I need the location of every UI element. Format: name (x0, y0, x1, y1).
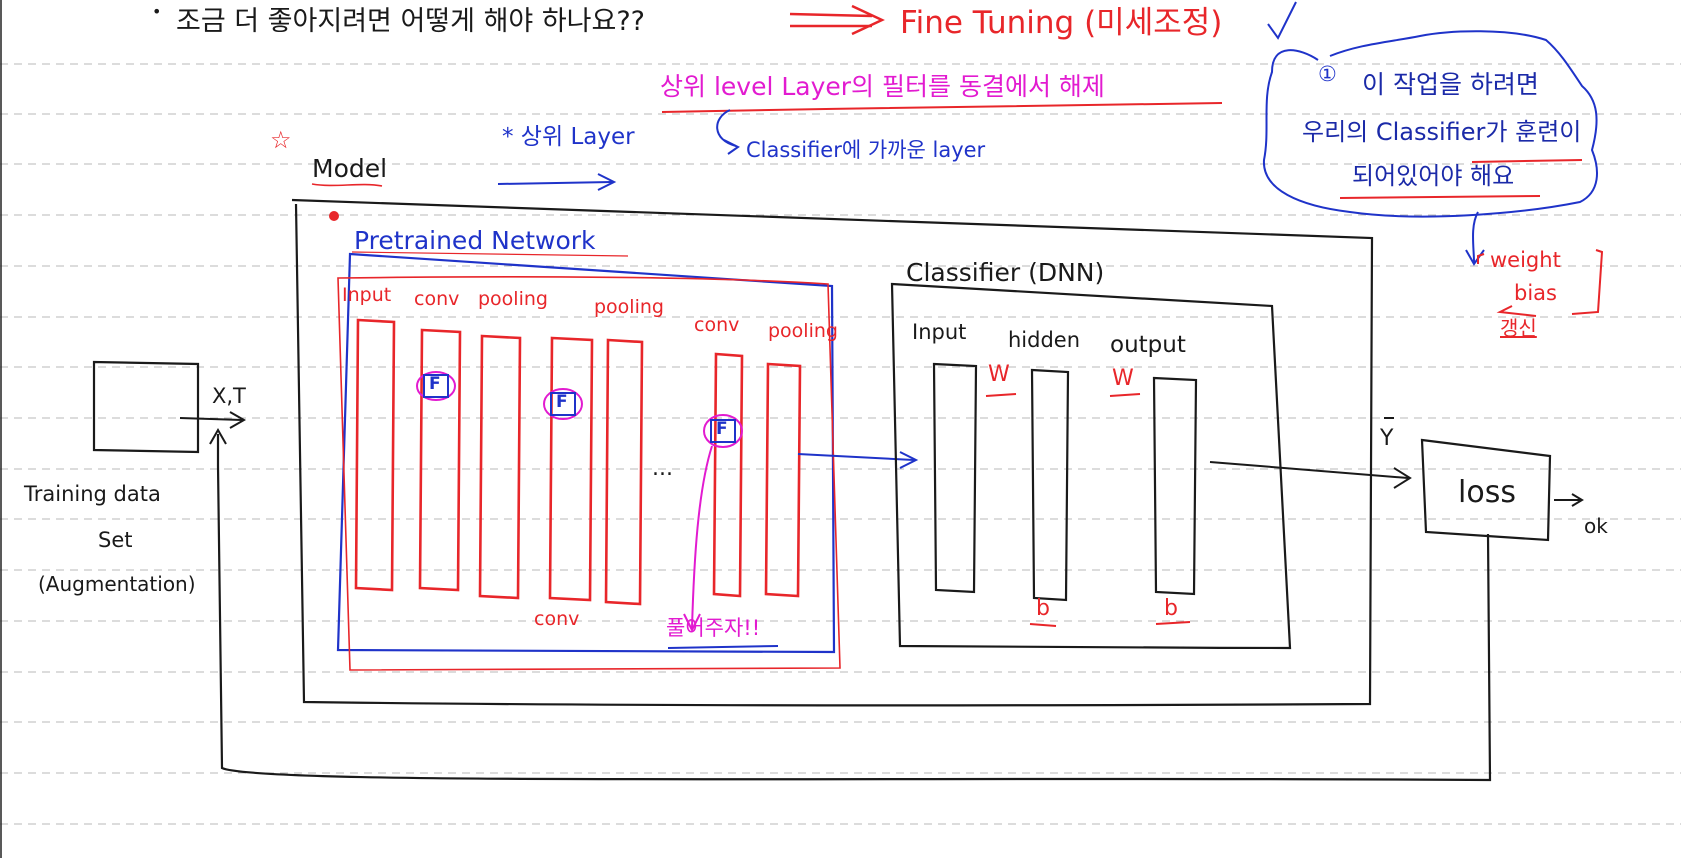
filter-label-2: F (556, 392, 568, 412)
classifier-bar-input (932, 362, 978, 594)
ruled-lines (0, 63, 1681, 825)
pretrained-to-classifier-arrow (797, 453, 915, 461)
ok-label: ok (1584, 514, 1608, 538)
filter-markers (416, 371, 743, 448)
bullet-dot: • (152, 2, 162, 21)
pretrained-label-conv-1: conv (414, 288, 460, 310)
upper-level-note: 상위 level Layer의 필터를 동결에서 해제 (660, 72, 1105, 101)
question-text: 조금 더 좋아지려면 어떻게 해야 하나요?? (176, 6, 646, 37)
upper-layer-label: * 상위 Layer (502, 124, 635, 150)
classifier-bar-hidden (1030, 368, 1070, 602)
model-label: Model (312, 154, 388, 183)
model-underline (311, 183, 383, 187)
weight-label: weight (1490, 248, 1561, 272)
loss-label: loss (1458, 475, 1516, 510)
weight-w-1: W (988, 362, 1010, 387)
layer-bar-conv-2 (548, 336, 594, 602)
bias-b-2: b (1164, 596, 1178, 621)
bias-label: bias (1514, 281, 1557, 305)
training-line-1: Training data (24, 482, 161, 506)
unfreeze-arrow (691, 445, 713, 629)
classifier-near-layer: Classifier에 가까운 layer (746, 138, 986, 162)
pretrained-network-box (336, 252, 836, 654)
layer-bar-pool-1 (478, 334, 522, 600)
upper-layer-arrow (497, 181, 613, 185)
filter-label-3: F (716, 419, 728, 439)
training-line-2: Set (98, 528, 133, 552)
layer-bar-pool-3 (764, 362, 802, 598)
layer-bar-conv-1 (418, 328, 462, 592)
pretrained-ellipsis: ... (652, 456, 673, 481)
pretrained-bottom-conv: conv (534, 608, 580, 630)
y-label: Y (1380, 426, 1394, 451)
data-to-model-arrow (179, 417, 243, 421)
training-line-3: (Augmentation) (38, 572, 196, 596)
layer-bar-pool-2 (604, 338, 644, 606)
condition-number: ① (1318, 62, 1337, 86)
filter-label-1: F (429, 374, 441, 394)
star-icon: ☆ (270, 126, 292, 154)
condition-cloud (1262, 30, 1598, 218)
fine-tuning-title: Fine Tuning (미세조정) (900, 5, 1223, 41)
classifier-bar-output (1152, 376, 1198, 596)
xt-label: X,T (212, 384, 246, 408)
wb-underlines (985, 393, 1191, 627)
weight-bias-note: 갱신 (1500, 316, 1537, 340)
classifier-box (890, 282, 1292, 650)
pretrained-title: Pretrained Network (354, 226, 596, 255)
pretrained-label-conv-2: conv (694, 314, 740, 336)
pretrained-label-pooling-3: pooling (768, 320, 838, 342)
cloud-down-arrow (1472, 211, 1479, 263)
classifier-layers (932, 362, 1198, 602)
bias-b-1: b (1036, 596, 1050, 621)
layer-bar-conv-3 (712, 352, 744, 598)
unfreeze-note: 풀어주자!! (666, 616, 761, 640)
condition-line-3: 되어있어야 해요 (1352, 162, 1515, 190)
classifier-to-loss-arrow (1209, 461, 1409, 479)
layer-bar-input (354, 318, 396, 592)
weight-bias-bracket (1571, 249, 1604, 315)
pretrained-inner-box (337, 276, 841, 671)
pretrained-label-pooling-1: pooling (478, 288, 548, 310)
classifier-label-output: output (1110, 332, 1186, 358)
check-mark-icon (1267, 1, 1297, 40)
classifier-label-hidden: hidden (1008, 328, 1081, 352)
pretrained-label-input: Input (342, 284, 392, 306)
condition-line-1: 이 작업을 하려면 (1362, 70, 1539, 99)
feedback-loop (216, 465, 1492, 782)
red-dot (329, 211, 339, 221)
fine-tuning-arrow (789, 4, 885, 36)
classifier-title: Classifier (DNN) (906, 258, 1105, 287)
pretrained-layers (354, 318, 802, 606)
classifier-label-input: Input (912, 320, 967, 344)
weight-w-2: W (1112, 366, 1134, 391)
condition-line-2: 우리의 Classifier가 훈련이 (1302, 118, 1582, 146)
upper-level-underline (661, 102, 1223, 113)
training-data-box (92, 360, 200, 454)
pretrained-label-pooling-2: pooling (594, 296, 664, 318)
loss-box (1420, 438, 1552, 542)
